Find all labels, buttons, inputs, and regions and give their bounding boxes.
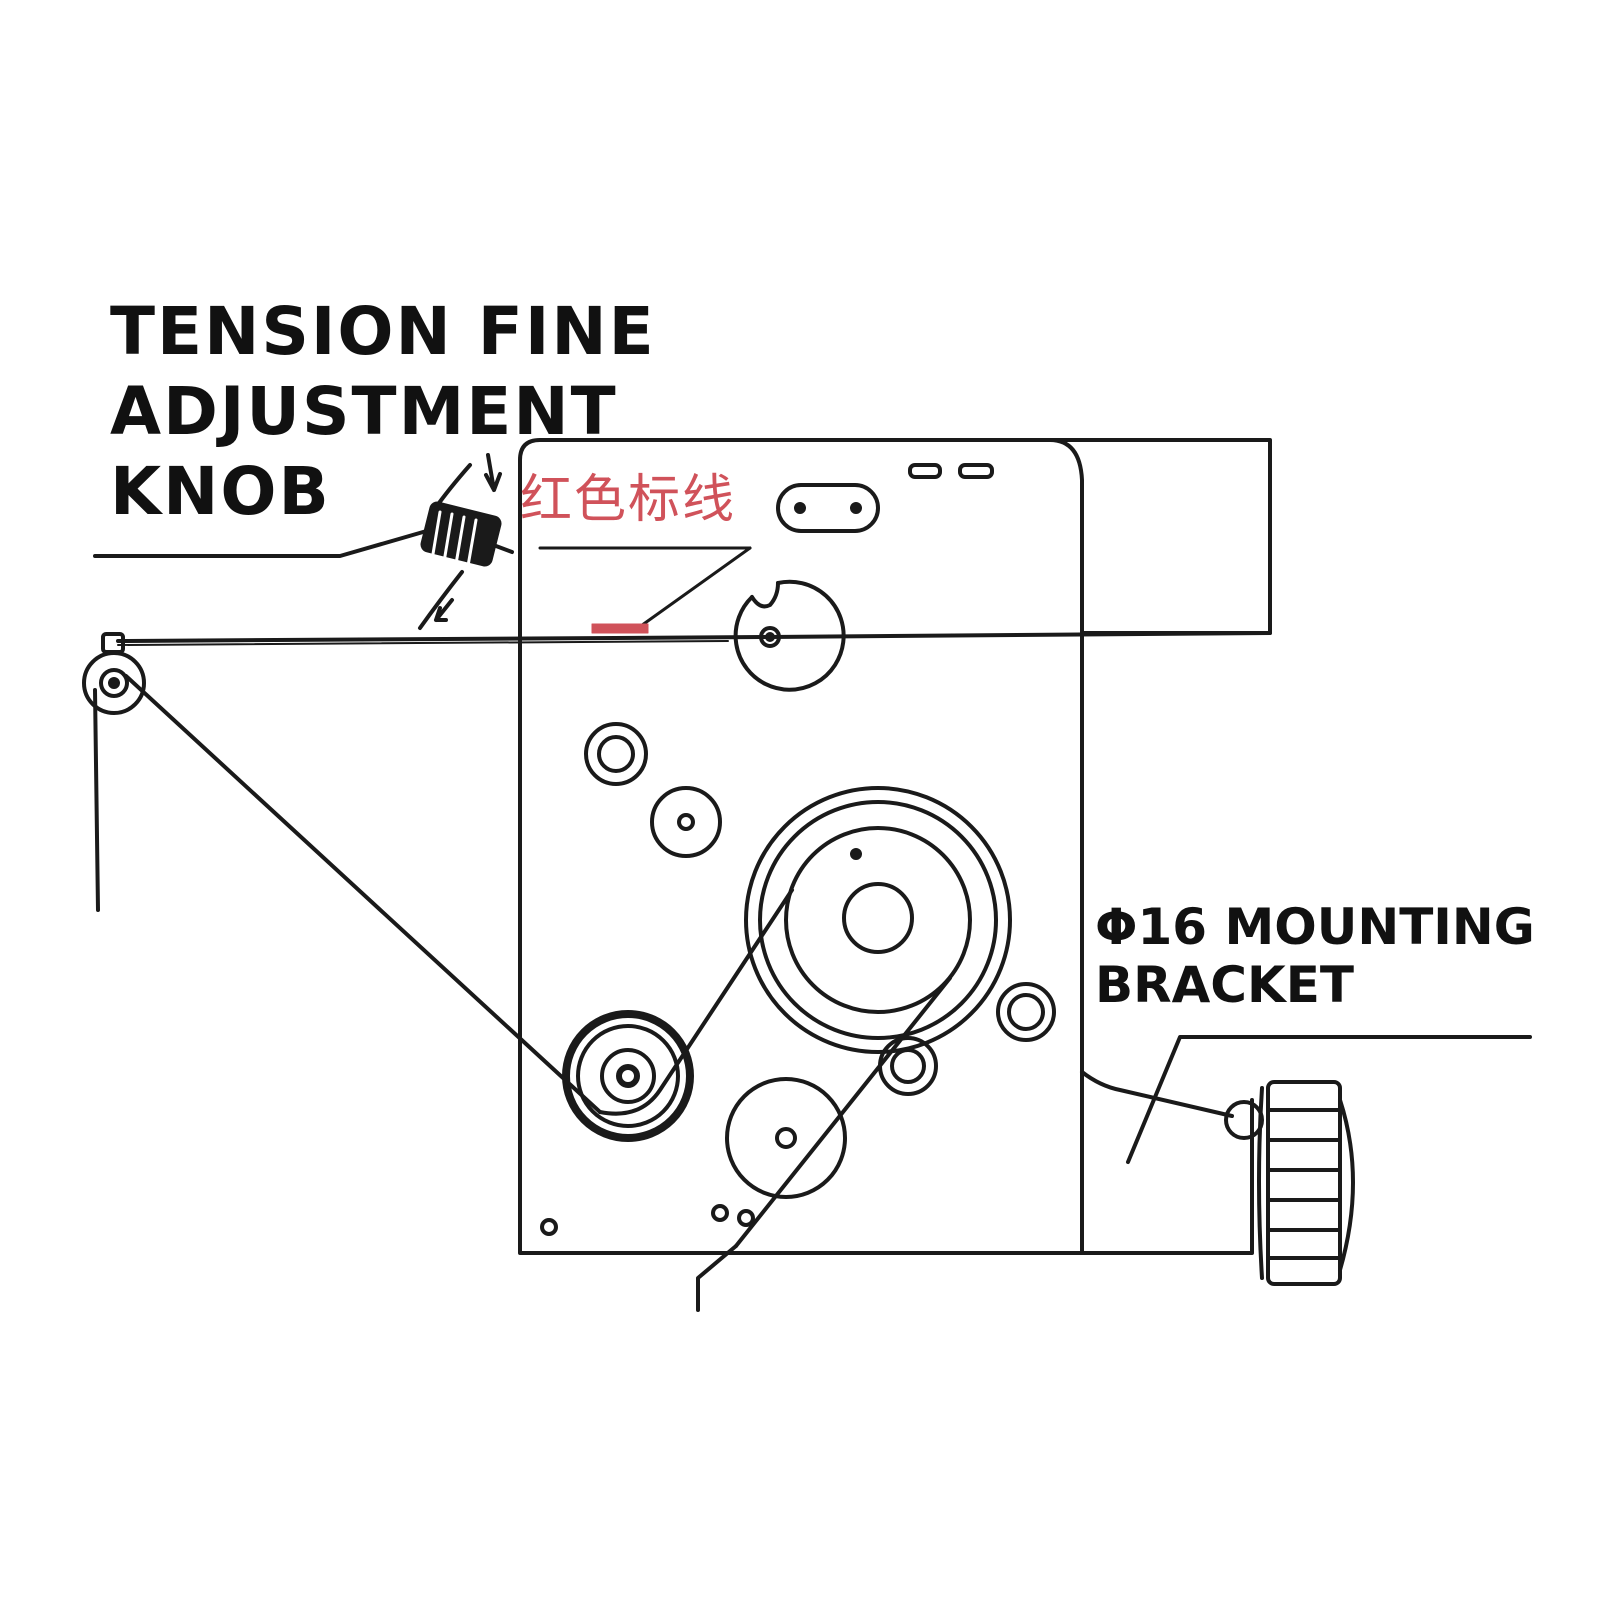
guide-pulley-outer [562, 1010, 694, 1142]
tension-knob-axle [494, 544, 514, 554]
ring-1-outer [584, 722, 648, 786]
eyelet-2 [737, 1209, 755, 1227]
rotate-arrow-down [434, 598, 454, 622]
left-pulley-inner [99, 668, 129, 698]
tension-wheel-mid [758, 800, 998, 1040]
eyelet-1 [711, 1204, 729, 1222]
wire-pulley-to-wheel [598, 888, 794, 1116]
tension-wheel-inner [784, 826, 972, 1014]
ring-3-outer [996, 982, 1056, 1042]
bracket-knob-cap [1338, 1098, 1355, 1272]
oval-hole-right [850, 502, 862, 514]
tension-knob-label-line2: ADJUSTMENT [110, 373, 618, 450]
bracket-knob-ridges [1266, 1108, 1342, 1260]
guide-pulley-mid [576, 1024, 680, 1128]
guide-pulley-inner [600, 1048, 656, 1104]
dial-notch [750, 581, 780, 609]
bottom-hole [540, 1218, 558, 1236]
oval-slot [776, 483, 880, 533]
red-mark-leader [636, 546, 752, 630]
bracket-leader [1126, 1035, 1532, 1164]
ring-1-inner [597, 735, 635, 773]
mounting-bracket-label-line1: Φ16 MOUNTING [1095, 898, 1535, 956]
ring-2-outer [650, 786, 722, 858]
top-slot-1 [908, 463, 942, 479]
ring-3-inner [1007, 993, 1045, 1031]
tension-wheel-hub [842, 882, 914, 954]
tension-wheel-outer [744, 786, 1012, 1054]
wire-to-dial [768, 631, 1272, 639]
wire-bottom-out [696, 1244, 738, 1312]
bracket-stud [1224, 1100, 1264, 1140]
ring-2-inner [677, 813, 695, 831]
bracket-knob-body [1266, 1080, 1342, 1286]
wire-top [116, 635, 772, 643]
tension-knob-leader [93, 528, 432, 558]
wire-wheel-to-bottom [734, 976, 952, 1248]
oval-hole-left [794, 502, 806, 514]
rotation-arc-top [432, 463, 472, 512]
wire-diagonal [124, 674, 602, 1114]
red-mark [591, 623, 649, 634]
lower-roller [725, 1077, 847, 1199]
ring-4-inner [890, 1048, 926, 1084]
tension-knob-label: TENSION FINE ADJUSTMENT KNOB [110, 292, 656, 532]
wire-top-2 [117, 640, 729, 646]
bracket-knob-face [1257, 1086, 1264, 1280]
mounting-bracket-label-line2: BRACKET [1095, 956, 1355, 1014]
rotate-arrow-up [484, 453, 502, 492]
tension-knob-label-line1: TENSION FINE [110, 293, 656, 370]
tension-knob-label-line3: KNOB [110, 453, 331, 530]
bracket-base [1080, 1098, 1254, 1255]
left-pulley-drop [93, 688, 100, 912]
left-pulley-outer [82, 651, 146, 715]
top-slot-2 [958, 463, 994, 479]
mounting-bracket-label: Φ16 MOUNTING BRACKET [1095, 898, 1535, 1014]
notched-dial [733, 579, 846, 692]
left-pulley-post [101, 632, 125, 654]
red-mark-label: 红色标线 [520, 470, 737, 530]
bracket-link [1080, 1070, 1234, 1118]
rotation-arc-bottom [418, 570, 464, 630]
ring-4-outer [878, 1036, 938, 1096]
